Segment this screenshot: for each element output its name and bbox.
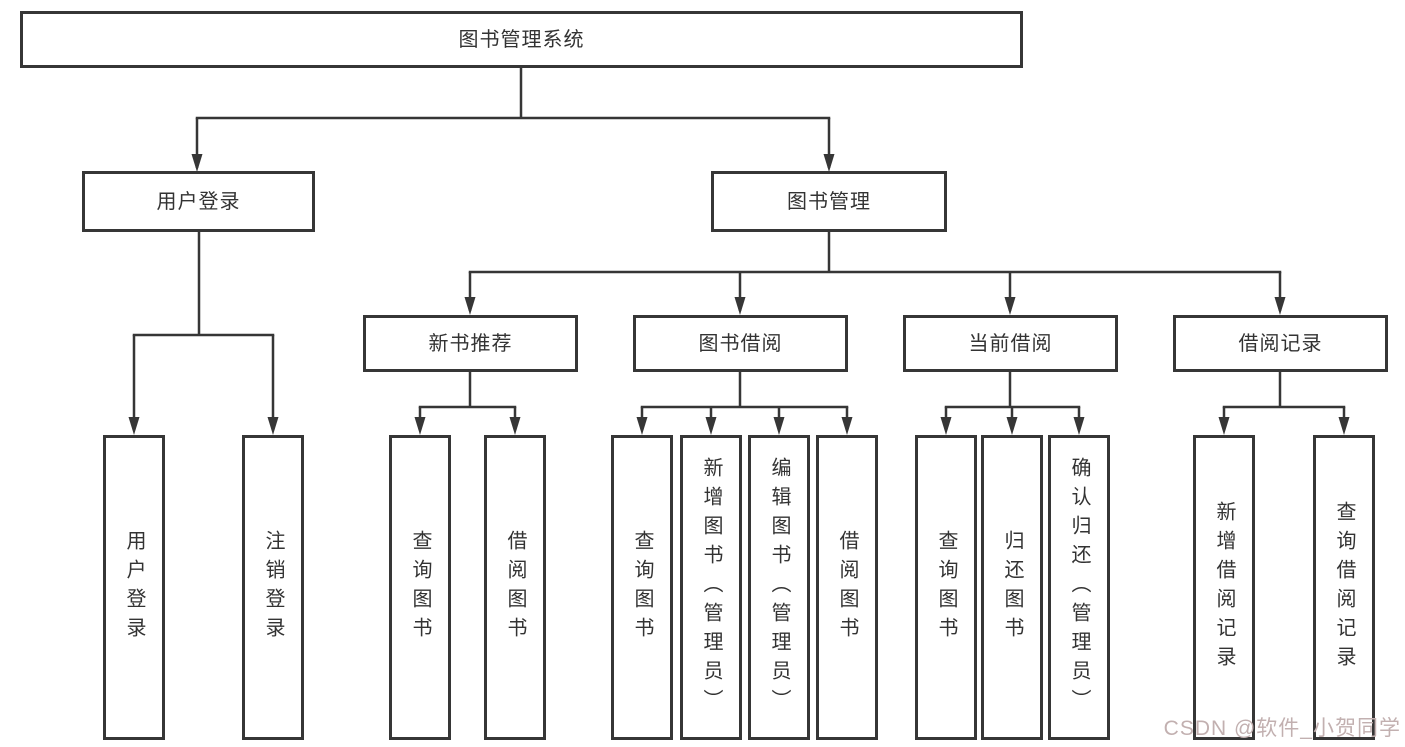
node-current-borrowing: 当前借阅 — [903, 315, 1118, 372]
node-new-book-recommendation: 新书推荐 — [363, 315, 578, 372]
leaf-query-books-borrowing: 查询图书 — [611, 435, 673, 740]
node-book-management-branch: 图书管理 — [711, 171, 947, 232]
leaf-edit-book-admin: 编辑图书（管理员） — [748, 435, 810, 740]
leaf-add-borrowing-record: 新增借阅记录 — [1193, 435, 1255, 740]
leaf-query-borrowing-record: 查询借阅记录 — [1313, 435, 1375, 740]
leaf-query-books-recommendation: 查询图书 — [389, 435, 451, 740]
leaf-user-login: 用户登录 — [103, 435, 165, 740]
leaf-borrow-books-recommendation: 借阅图书 — [484, 435, 546, 740]
csdn-watermark: CSDN @软件_小贺同学 — [1163, 717, 1401, 740]
leaf-logout: 注销登录 — [242, 435, 304, 740]
leaf-borrow-books-borrowing: 借阅图书 — [816, 435, 878, 740]
node-user-login-branch: 用户登录 — [82, 171, 315, 232]
node-borrowing-records: 借阅记录 — [1173, 315, 1388, 372]
leaf-return-books: 归还图书 — [981, 435, 1043, 740]
node-book-borrowing: 图书借阅 — [633, 315, 848, 372]
leaf-add-book-admin: 新增图书（管理员） — [680, 435, 742, 740]
leaf-confirm-return-admin: 确认归还（管理员） — [1048, 435, 1110, 740]
leaf-query-books-current: 查询图书 — [915, 435, 977, 740]
arrowheads — [128, 154, 1350, 435]
node-root-system: 图书管理系统 — [20, 11, 1023, 68]
